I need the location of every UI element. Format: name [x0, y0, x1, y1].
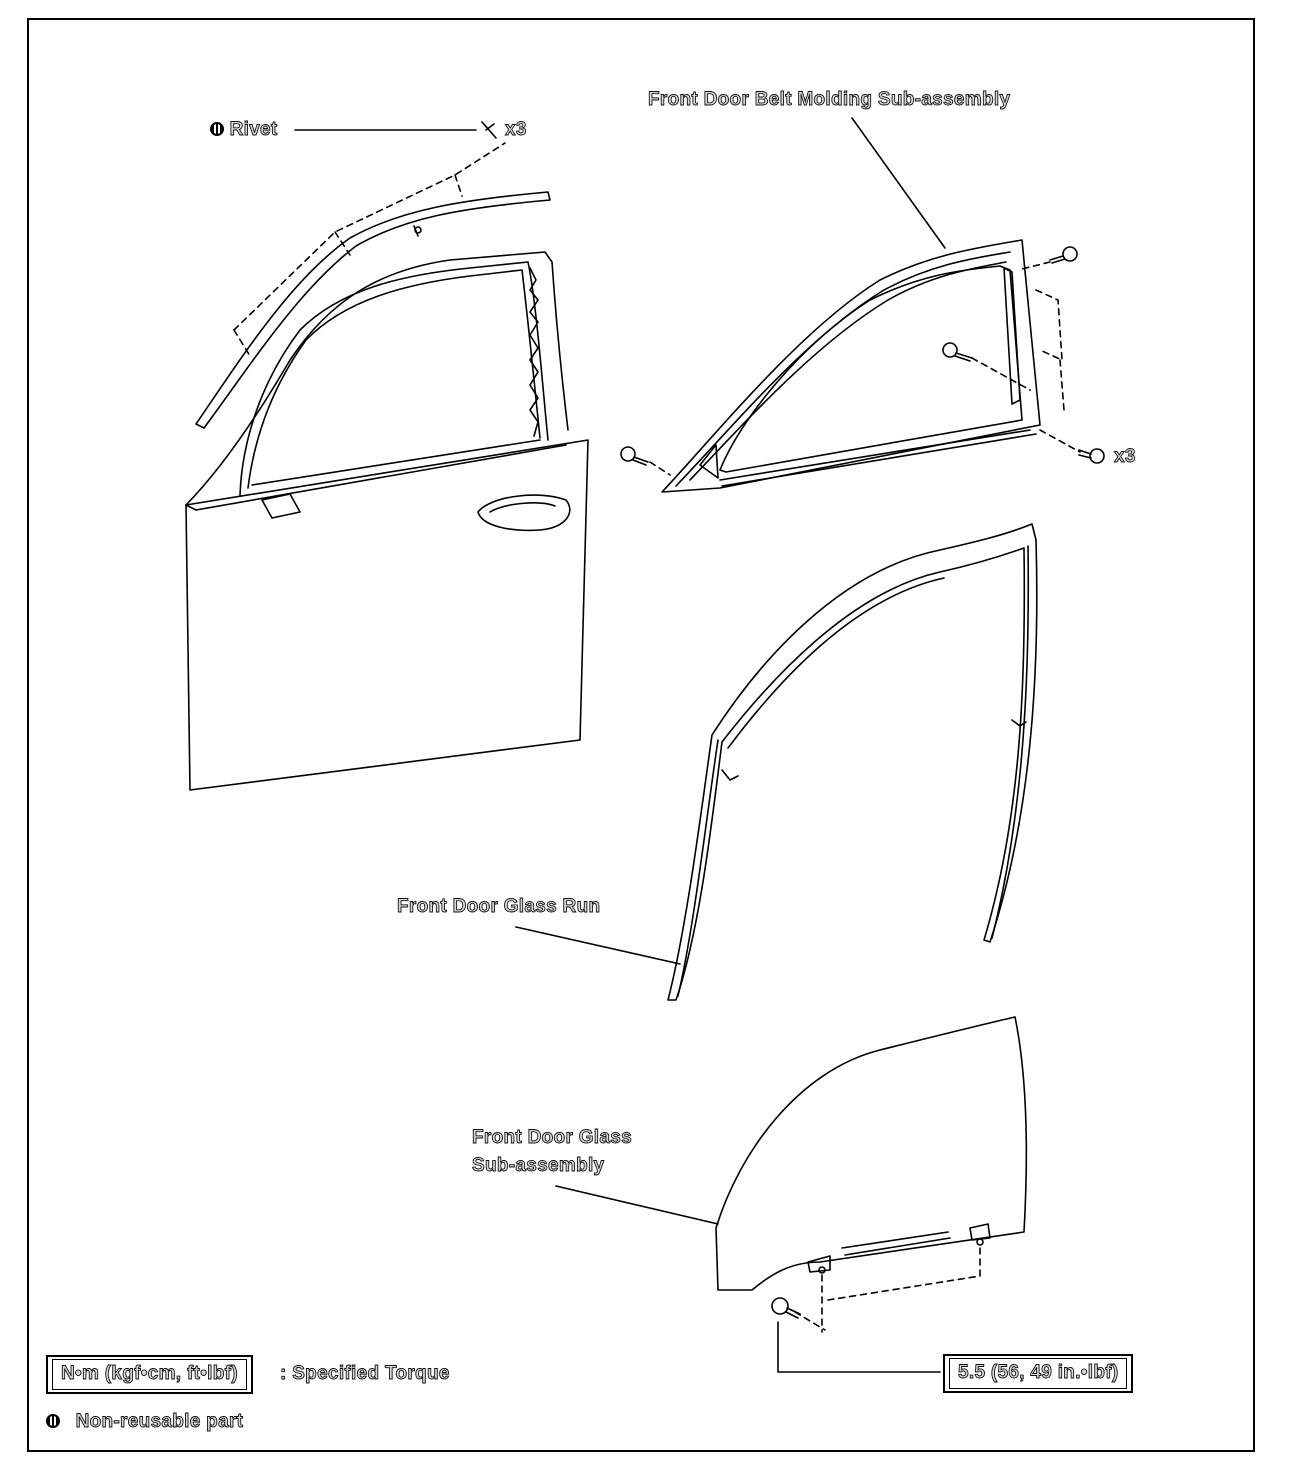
front-door-panel — [185, 251, 589, 791]
nonreusable-legend-text: Non-reusable part — [75, 1411, 244, 1433]
screw-quantity: x3 — [1114, 446, 1136, 468]
door-glass-label-line2: Sub-assembly — [472, 1155, 605, 1177]
screw-icon — [620, 446, 649, 466]
glass-bolt-icon — [771, 1297, 801, 1319]
torque-value: 5.5 (56, 49 in.•lbf) — [949, 1358, 1128, 1389]
rivet-label-text: Rivet — [229, 119, 278, 141]
upper-molding-strip — [195, 121, 551, 429]
nonreusable-legend: Non-reusable part — [46, 1410, 243, 1435]
door-glass — [715, 1016, 1028, 1333]
diagram-frame — [27, 18, 1255, 1452]
rivet-quantity: x3 — [505, 119, 527, 141]
screw-icon — [1049, 246, 1078, 264]
belt-molding-leader-line — [851, 117, 946, 249]
glass-run-leader-line — [515, 926, 681, 965]
door-glass-leader-line — [555, 1185, 719, 1225]
screw-icon — [942, 342, 973, 362]
screws — [620, 246, 1105, 476]
torque-leader-line — [777, 1321, 941, 1373]
screw-icon — [1078, 448, 1105, 464]
belt-molding-label: Front Door Belt Molding Sub-assembly — [648, 89, 1011, 111]
belt-molding-assembly — [661, 239, 1041, 493]
glass-run-label: Front Door Glass Run — [397, 896, 601, 918]
glass-run — [667, 523, 1038, 1001]
non-reusable-part-icon — [46, 1414, 60, 1428]
non-reusable-part-icon — [210, 122, 224, 136]
torque-value-box: 5.5 (56, 49 in.•lbf) — [943, 1354, 1134, 1393]
torque-unit: N•m (kgf•cm, ft•lbf) — [52, 1359, 247, 1390]
door-glass-label-line1: Front Door Glass — [472, 1127, 633, 1149]
rivet-label: Rivet — [210, 118, 278, 143]
torque-unit-box: N•m (kgf•cm, ft•lbf) — [46, 1355, 253, 1394]
torque-legend-text: : Specified Torque — [280, 1363, 450, 1385]
